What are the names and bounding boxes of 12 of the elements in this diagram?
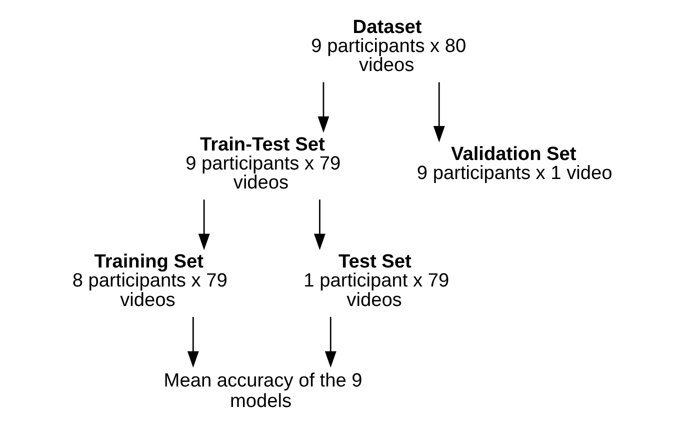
arrow [318,82,330,133]
node-text: Train-Test Set 9 participants x 79 videos [186,134,341,194]
arrow [324,316,336,368]
arrow [433,82,445,142]
node-text: Validation Set 9 participants x 1 video [416,144,612,184]
node-text: Test Set 1 participant x 79 videos [304,252,450,311]
node-text: Dataset 9 participants x 80 videos [311,16,466,76]
arrow [198,200,210,250]
node-text: Mean accuracy of the 9 models [164,370,362,412]
arrow [187,316,199,368]
node-text: Training Set 8 participants x 79 videos [72,252,228,311]
arrow [314,200,326,250]
